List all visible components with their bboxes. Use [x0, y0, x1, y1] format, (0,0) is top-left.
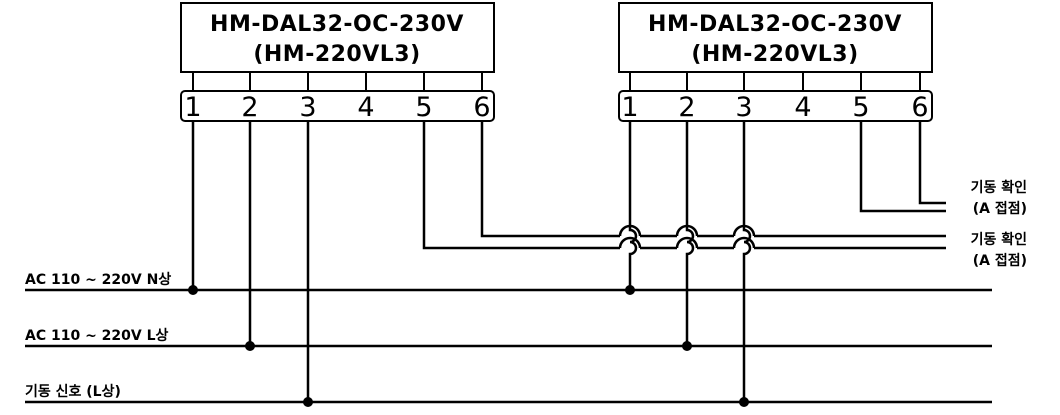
relay-2-wires: [618, 121, 946, 402]
output-label-2-line2: (A 접점): [973, 200, 1027, 217]
junction-dot: [739, 397, 749, 407]
relay-1-pin-4: 4: [357, 92, 374, 123]
bus-label-start-signal: 기동 신호 (L상): [25, 384, 121, 400]
output-label-2-line1: 기동 확인: [971, 179, 1027, 196]
relay-2-model-line1: HM-DAL32-OC-230V: [648, 12, 902, 37]
relay-1-pin-6: 6: [473, 92, 490, 123]
relay-1-terminal-block: [180, 90, 495, 122]
relay-2-pin-1: 1: [621, 92, 638, 123]
relay-2-pin-stems: [629, 72, 921, 91]
relay-2-terminal-block: [618, 90, 933, 122]
bus-label-n: AC 110 ~ 220V N상: [25, 272, 171, 288]
bus-lines: AC 110 ~ 220V N상 AC 110 ~ 220V L상 기동 신호 …: [25, 272, 992, 404]
bus-label-l: AC 110 ~ 220V L상: [25, 328, 169, 344]
relay-1-pin-3: 3: [299, 92, 316, 123]
relay-2-pin-4: 4: [794, 92, 811, 123]
relay-1: HM-DAL32-OC-230V (HM-220VL3) 1 2 3 4 5 6: [180, 2, 495, 123]
relay-1-pin-1: 1: [184, 92, 201, 123]
junction-dot: [245, 341, 255, 351]
relay-2-pin-5-output-wire: [859, 121, 946, 213]
relay-1-pin-2: 2: [241, 92, 258, 123]
relay-1-pin-6-output-wire: [480, 121, 946, 238]
junction-dot: [188, 285, 198, 295]
relay-1-model-line1: HM-DAL32-OC-230V: [210, 12, 464, 37]
relay-1-body: [180, 2, 495, 73]
relay-2-pin-3: 3: [735, 92, 752, 123]
relay-2-model-line2: (HM-220VL3): [691, 42, 858, 67]
junction-dot: [303, 397, 313, 407]
relay-1-pin-stems: [192, 72, 483, 91]
relay-1-wires: [191, 121, 946, 402]
output-labels: 기동 확인 (A 접점) 기동 확인 (A 접점): [971, 179, 1027, 269]
relay-2-pin-2: 2: [678, 92, 695, 123]
relay-2-pin-6: 6: [911, 92, 928, 123]
relay-1-pin-5: 5: [415, 92, 432, 123]
relay-2: HM-DAL32-OC-230V (HM-220VL3) 1 2 3 4 5 6: [618, 2, 933, 123]
wire-crossover-hops: [618, 224, 756, 249]
relay-2-pin-1-drop: [628, 121, 638, 290]
output-label-1-line2: (A 접점): [973, 252, 1027, 269]
relay-2-pin-5: 5: [852, 92, 869, 123]
junction-dot: [682, 341, 692, 351]
relay-2-pin-6-output-wire: [918, 121, 946, 205]
relay-2-pin-2-drop: [685, 121, 695, 346]
junction-dots: [188, 285, 749, 407]
relay-1-pin-5-output-wire: [422, 121, 946, 250]
relay-1-model-line2: (HM-220VL3): [253, 42, 420, 67]
relay-2-body: [618, 2, 933, 73]
output-label-1-line1: 기동 확인: [971, 231, 1027, 248]
junction-dot: [625, 285, 635, 295]
relay-2-pin-3-drop: [742, 121, 752, 402]
